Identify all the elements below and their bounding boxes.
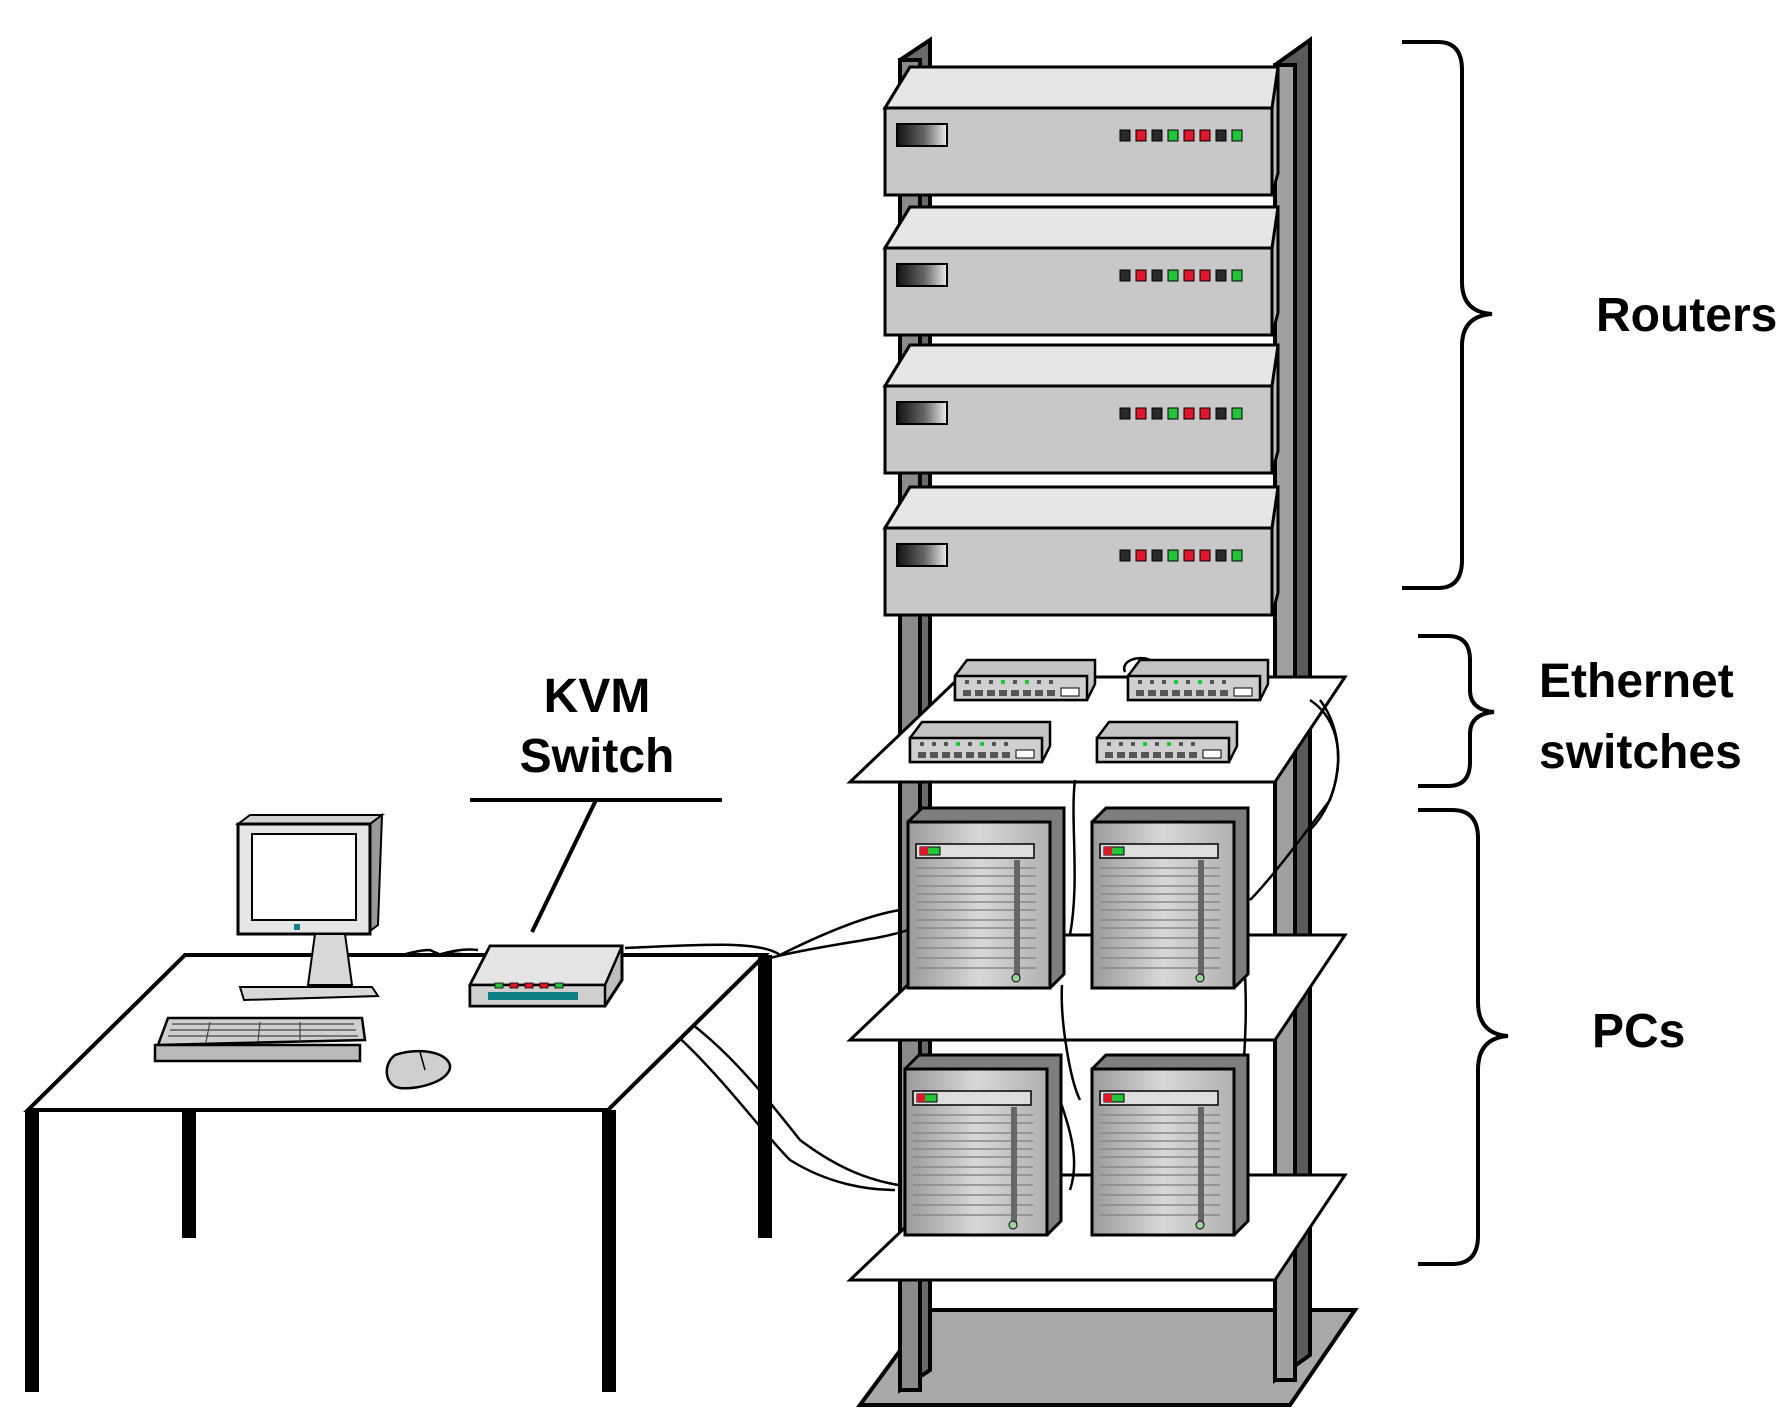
desk (23, 953, 772, 1392)
ethernet-switch-4[interactable] (1095, 720, 1239, 764)
router-bezel-icon (896, 543, 948, 567)
routers-brace (1402, 40, 1493, 590)
pcs-brace (1418, 808, 1509, 1266)
router-bezel-icon (896, 263, 948, 287)
kvm-callout (470, 798, 722, 933)
router-2[interactable] (882, 205, 1280, 337)
router-4[interactable] (882, 485, 1280, 617)
rack-base (856, 1308, 1359, 1407)
pc-tower-3[interactable] (903, 1053, 1063, 1237)
router-status-leds (1119, 129, 1243, 142)
kvm-label-line2: Switch (520, 730, 675, 783)
ethernet-switch-1[interactable] (953, 658, 1097, 702)
desk-leg-front-left (25, 1110, 39, 1392)
switch-port-leds (1136, 680, 1253, 697)
pc-group (903, 806, 1250, 1237)
pc-tower-2[interactable] (1090, 806, 1250, 990)
ethernet-switch-group (908, 658, 1270, 764)
kvm-label-line1: KVM (544, 670, 651, 723)
router-bezel-icon (896, 123, 948, 147)
desk-leg-back-right (758, 955, 772, 1238)
kvm-status-leds (494, 982, 564, 989)
switch-port-leds (1105, 742, 1222, 759)
kvm-teal-bar (488, 992, 578, 1000)
pc-drive-bay (1099, 843, 1219, 859)
switch-port-leds (918, 742, 1035, 759)
pcs-label: PCs (1592, 1005, 1685, 1058)
pc-drive-bay (915, 843, 1035, 859)
router-1[interactable] (882, 65, 1280, 197)
ethernet-label-line1: Ethernet (1539, 655, 1734, 708)
keyboard-icon[interactable] (153, 1016, 367, 1063)
desk-leg-front-right (602, 1110, 616, 1392)
monitor-icon[interactable] (235, 812, 385, 1002)
ethernet-switch-2[interactable] (1126, 658, 1270, 702)
pc-tower-4[interactable] (1090, 1053, 1250, 1237)
desk-leg-back-left (182, 1110, 196, 1238)
router-status-leds (1119, 407, 1243, 420)
monitor-power-icon (294, 924, 300, 930)
switch-port-leds (963, 680, 1080, 697)
pc-drive-bay (912, 1090, 1032, 1106)
mouse-icon[interactable] (385, 1049, 452, 1090)
pc-drive-bay (1099, 1090, 1219, 1106)
routers-label: Routers (1596, 289, 1777, 342)
kvm-switch-icon[interactable] (467, 944, 624, 1008)
pc-tower-1[interactable] (906, 806, 1066, 990)
router-status-leds (1119, 549, 1243, 562)
router-stack (882, 65, 1280, 617)
router-3[interactable] (882, 343, 1280, 475)
ethernet-switch-3[interactable] (908, 720, 1052, 764)
braces (1402, 40, 1509, 1266)
ethernet-switches-brace (1418, 634, 1495, 788)
monitor-screen (251, 833, 357, 921)
ethernet-label-line2: switches (1539, 726, 1742, 779)
router-status-leds (1119, 269, 1243, 282)
router-bezel-icon (896, 401, 948, 425)
